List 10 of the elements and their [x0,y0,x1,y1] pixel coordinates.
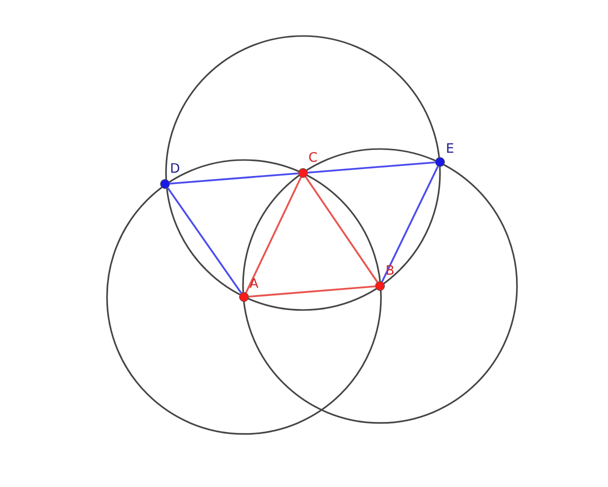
point-label: D [171,163,180,173]
segment [308,161,436,174]
segment [248,285,376,298]
segment [170,172,298,185]
segment [304,176,378,283]
point-label: E [447,143,454,153]
segment [245,176,302,294]
segment [381,166,439,282]
segment [167,187,242,294]
point-label: C [309,152,317,162]
